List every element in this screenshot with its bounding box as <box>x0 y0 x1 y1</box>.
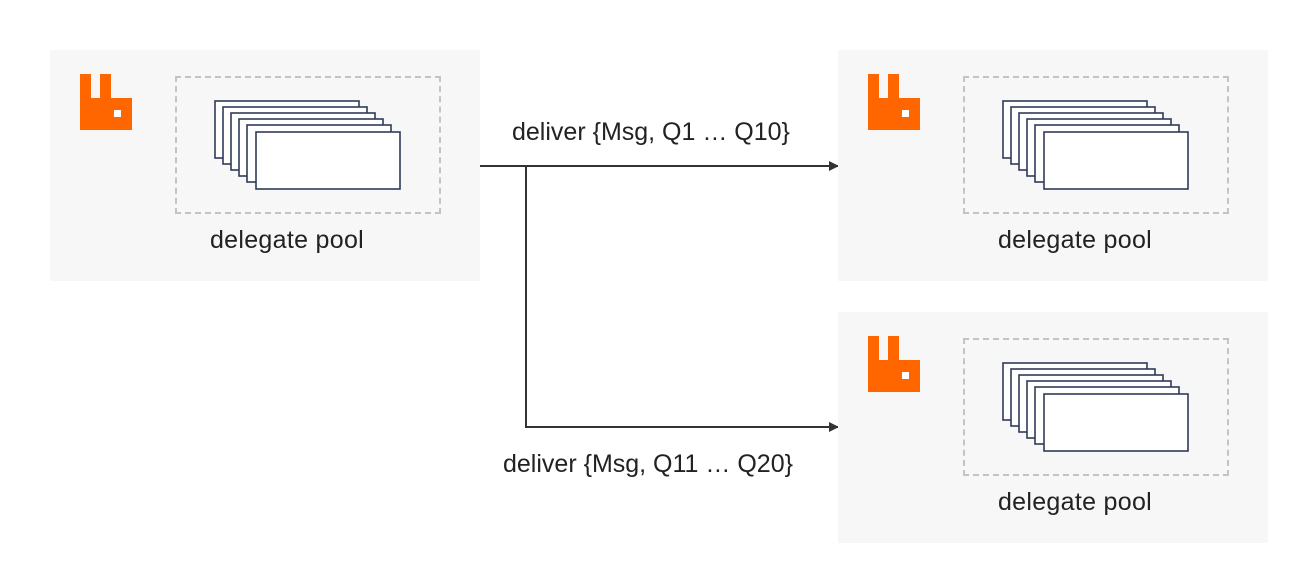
pool-label: delegate pool <box>997 226 1153 254</box>
delegate-pool <box>963 76 1229 214</box>
delegate-pool <box>175 76 441 214</box>
pool-label: delegate pool <box>209 226 365 254</box>
rabbitmq-logo-icon <box>868 336 920 392</box>
target-node-bottom: delegate pool <box>838 312 1268 543</box>
delegate-stack <box>1002 100 1189 190</box>
rabbitmq-logo-icon <box>80 74 132 130</box>
delegate-pool <box>963 338 1229 476</box>
delegate-stack <box>214 100 401 190</box>
pool-label: delegate pool <box>997 488 1153 516</box>
delegate-stack <box>1002 362 1189 452</box>
source-node: delegate pool <box>50 50 480 281</box>
edge-label-bottom: deliver {Msg, Q11 … Q20} <box>503 450 793 478</box>
edge-to-bottom-node <box>525 166 839 432</box>
target-node-top: delegate pool <box>838 50 1268 281</box>
edge-label-top: deliver {Msg, Q1 … Q10} <box>512 118 790 146</box>
rabbitmq-logo-icon <box>868 74 920 130</box>
